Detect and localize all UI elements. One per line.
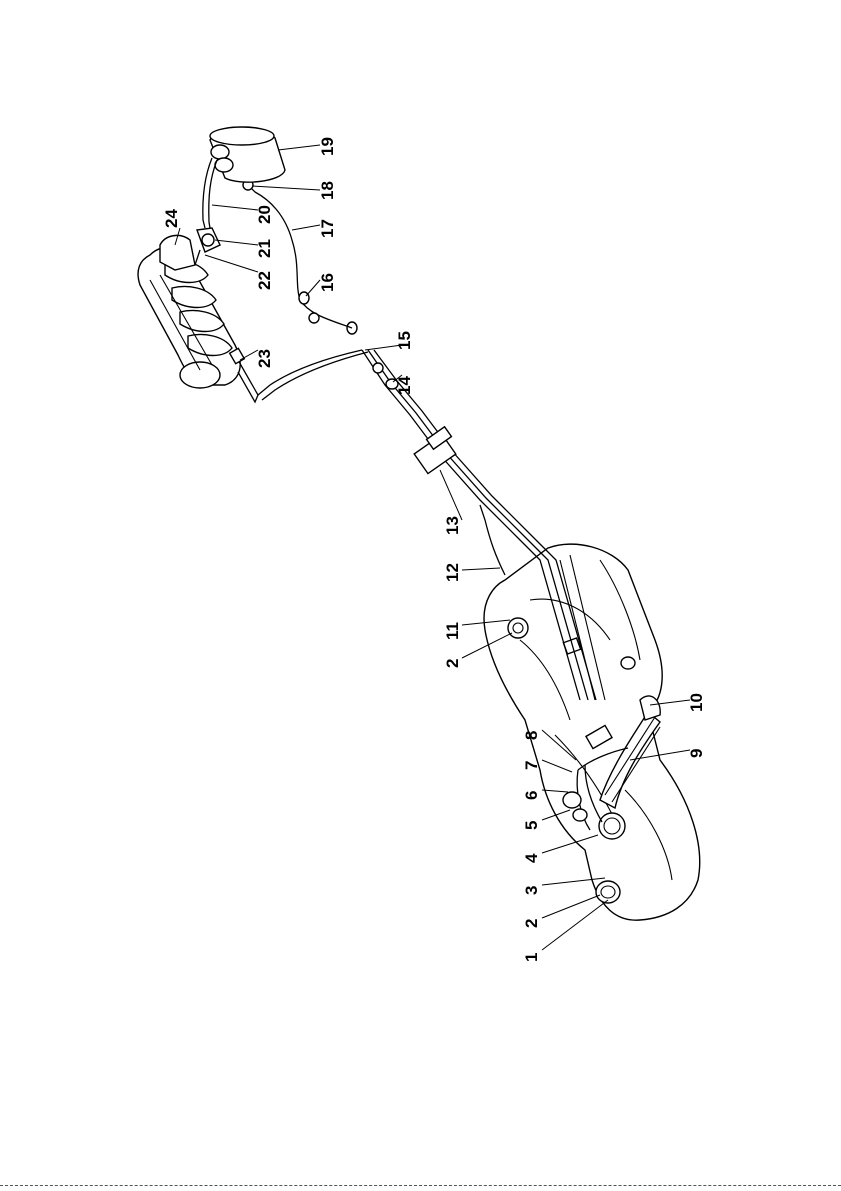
callout-11: 11 [443, 622, 462, 640]
intake-manifold [138, 228, 258, 402]
callout-1: 1 [522, 953, 541, 962]
callout-2a: 2 [522, 919, 541, 928]
callout-19: 19 [318, 137, 337, 156]
callout-2b: 2 [443, 659, 462, 668]
callout-23: 23 [255, 349, 274, 368]
callout-20: 20 [255, 205, 274, 224]
fuel-tank [484, 544, 700, 920]
page-bottom-rule [0, 1185, 841, 1186]
callout-9: 9 [687, 749, 706, 758]
callout-7: 7 [522, 761, 541, 770]
pump-module-lower [596, 881, 620, 903]
callout-10: 10 [687, 693, 706, 712]
callout-18: 18 [318, 181, 337, 200]
callout-14: 14 [395, 376, 414, 395]
callout-16: 16 [318, 273, 337, 292]
callout-24: 24 [162, 209, 181, 228]
callout-15: 15 [395, 331, 414, 350]
callout-22: 22 [255, 271, 274, 290]
callout-13: 13 [443, 516, 462, 535]
callout-4: 4 [522, 853, 541, 863]
callout-17: 17 [318, 219, 337, 238]
callout-3: 3 [522, 886, 541, 895]
callout-6: 6 [522, 791, 541, 800]
callout-5: 5 [522, 821, 541, 830]
callout-21: 21 [255, 239, 274, 258]
callout-8: 8 [522, 731, 541, 740]
callout-12: 12 [443, 563, 462, 582]
pump-module-upper [508, 618, 528, 638]
